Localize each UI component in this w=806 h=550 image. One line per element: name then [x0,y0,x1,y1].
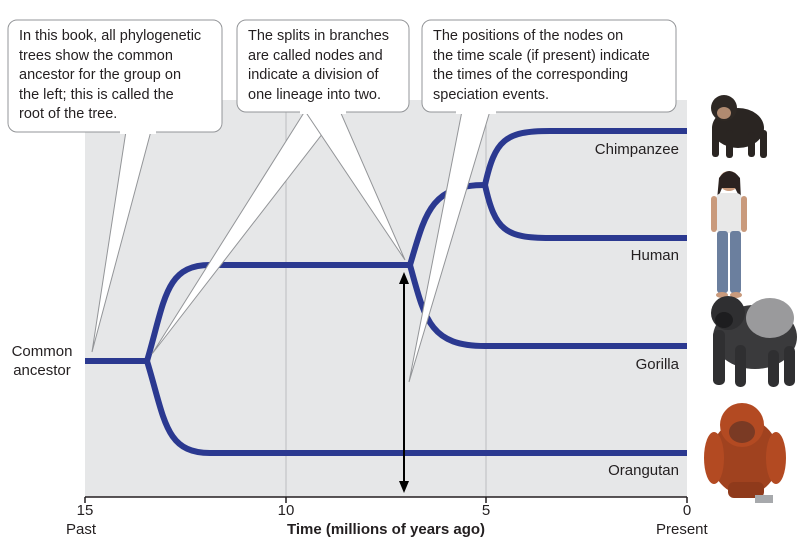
axis-left-label: Past [66,521,97,538]
gorilla-icon [711,296,797,387]
axis-title: Time (millions of years ago) [286,521,486,538]
branch-chimpanzee [482,128,687,186]
leaf-label-gorilla: Gorilla [635,356,679,373]
tree-branches [85,128,687,456]
callout-nodes [151,19,410,355]
callout-nodes-text: The splits in branches are called nodes … [248,28,390,103]
root-label: Common ancestor [11,343,73,379]
plot-panel [85,100,687,497]
callout-root-text: In this book, all phylogenetic trees sho… [19,28,202,122]
branch-orangutan [144,360,687,456]
tick-label-0: 0 [682,502,692,519]
callout-root [7,19,223,353]
tick-label-10: 10 [277,502,295,519]
branch-gorilla [407,264,687,349]
leaf-label-human: Human [630,247,679,264]
branch-node1-upper [144,262,410,362]
tick-label-5: 5 [481,502,491,519]
tick-label-15: 15 [76,502,94,519]
branch-node2-upper [407,182,486,266]
leaf-label-chimpanzee: Chimpanzee [594,141,679,158]
orangutan-icon [704,403,786,503]
axis-right-label: Present [656,521,708,538]
branch-human [482,184,687,241]
human-icon [711,171,747,298]
chimpanzee-icon [711,95,767,158]
leaf-label-orangutan: Orangutan [608,462,679,479]
callout-timescale-text: The positions of the nodes on the time s… [433,28,650,103]
callout-timescale [408,19,677,383]
time-arrow [399,272,409,493]
